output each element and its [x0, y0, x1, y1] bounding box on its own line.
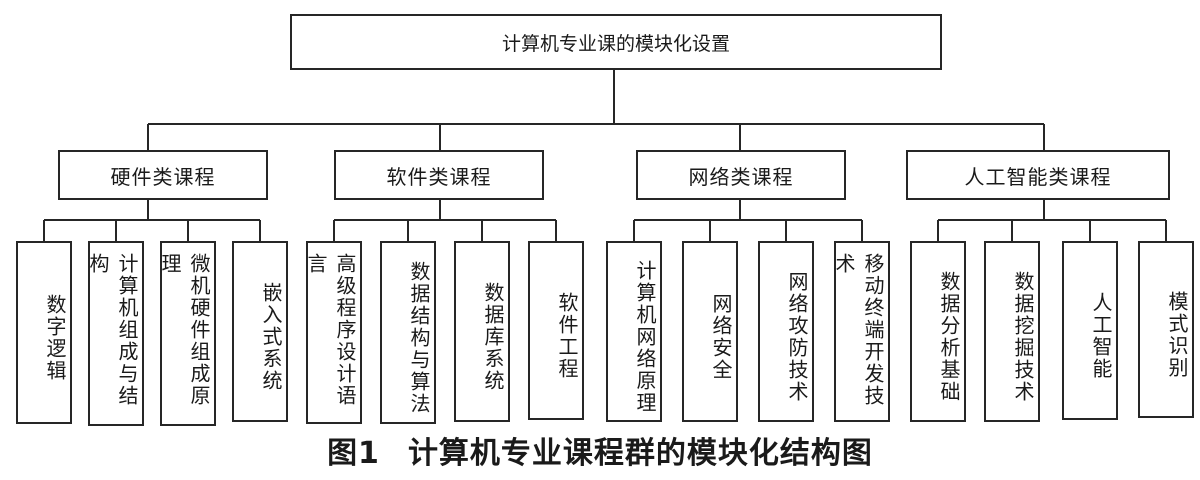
course-label: 模式识别 [1165, 290, 1189, 379]
category-label: 人工智能类课程 [964, 164, 1112, 189]
course-label: 人工智能 [1089, 291, 1113, 380]
course-box: 数据挖掘技术 [984, 241, 1040, 422]
course-label: 计算机网络原理 [633, 259, 657, 414]
course-label: 数据挖掘技术 [1011, 270, 1035, 403]
course-label: 数据库系统 [481, 281, 505, 392]
course-box: 数据库系统 [454, 241, 510, 422]
course-label: 数据结构与算法 [407, 260, 431, 415]
category-ai: 人工智能类课程 [906, 150, 1170, 200]
course-label: 数字逻辑 [43, 293, 67, 382]
figure-title: 计算机专业课程群的模块化结构图 [407, 436, 873, 471]
course-label: 微机硬件组成原理 [158, 253, 211, 407]
course-box: 微机硬件组成原理 [158, 241, 216, 426]
figure-number: 图1 [327, 436, 380, 471]
course-box: 数字逻辑 [16, 241, 72, 424]
course-label: 计算机组成与结构 [86, 253, 139, 407]
course-box: 高级程序设计语言 [304, 241, 362, 424]
category-label: 软件类课程 [386, 164, 492, 189]
course-label: 嵌入式系统 [259, 281, 283, 392]
course-box: 数据结构与算法 [380, 241, 436, 424]
course-box: 模式识别 [1138, 241, 1194, 418]
category-software: 软件类课程 [334, 150, 544, 200]
course-label: 网络安全 [709, 292, 733, 381]
course-box: 网络攻防技术 [758, 241, 814, 422]
root-label: 计算机专业课的模块化设置 [501, 32, 730, 55]
course-box: 移动终端开发技术 [832, 241, 890, 422]
course-label: 高级程序设计语言 [304, 253, 357, 407]
course-box: 人工智能 [1062, 241, 1118, 420]
category-label: 硬件类课程 [110, 164, 216, 189]
course-label: 移动终端开发技术 [832, 253, 885, 407]
course-box: 计算机组成与结构 [86, 241, 144, 426]
course-label: 网络攻防技术 [785, 270, 809, 403]
course-box: 数据分析基础 [910, 241, 966, 422]
category-hardware: 硬件类课程 [58, 150, 268, 200]
course-label: 软件工程 [555, 291, 579, 380]
root-node: 计算机专业课的模块化设置 [290, 14, 942, 70]
figure-caption: 图1 计算机专业课程群的模块化结构图 [0, 428, 1200, 472]
course-label: 数据分析基础 [937, 270, 961, 403]
course-box: 网络安全 [682, 241, 738, 422]
course-box: 计算机网络原理 [606, 241, 662, 422]
category-network: 网络类课程 [636, 150, 846, 200]
course-box: 软件工程 [528, 241, 584, 420]
category-label: 网络类课程 [688, 164, 794, 189]
course-box: 嵌入式系统 [232, 241, 288, 422]
